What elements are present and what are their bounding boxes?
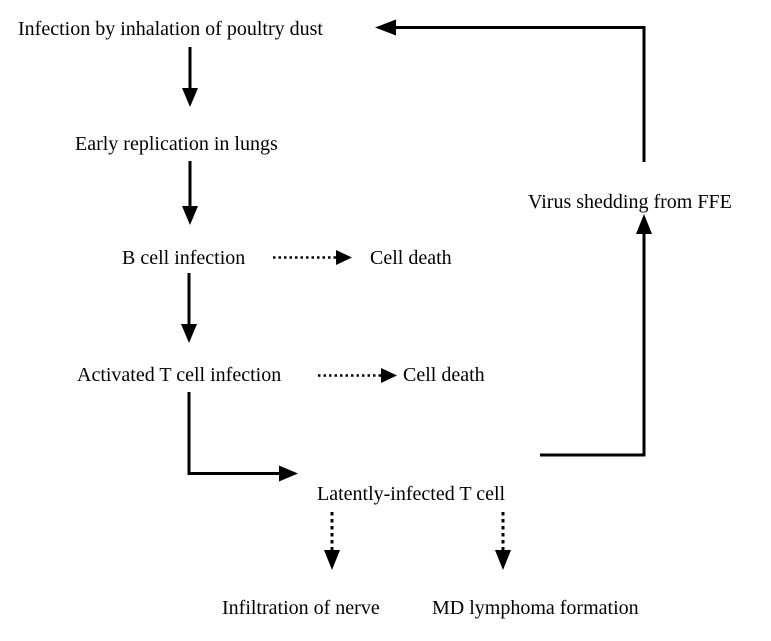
arrow-latent-to-lymphoma: [495, 512, 511, 570]
node-virus-shedding-from-ffe: Virus shedding from FFE: [528, 191, 732, 213]
node-latently-infected-t-cell: Latently-infected T cell: [317, 483, 506, 505]
node-early-replication-in-lungs: Early replication in lungs: [75, 133, 278, 155]
arrow-latent-to-nerve: [324, 512, 340, 570]
arrow-bcell-to-celldeath: [273, 250, 352, 265]
node-infection-by-inhalation: Infection by inhalation of poultry dust: [18, 18, 323, 40]
arrow-latent-to-ffe: [540, 214, 652, 457]
node-md-lymphoma-formation: MD lymphoma formation: [432, 597, 639, 619]
node-cell-death-b: Cell death: [370, 247, 452, 269]
node-activated-t-cell-infection: Activated T cell infection: [77, 364, 282, 386]
arrow-infection-to-lungs: [182, 47, 198, 107]
arrow-lungs-to-bcell: [182, 161, 198, 225]
node-cell-death-t: Cell death: [403, 364, 485, 386]
arrow-bcell-to-tcell: [181, 273, 197, 343]
arrow-tcell-to-latent: [187, 392, 298, 482]
node-b-cell-infection: B cell infection: [122, 247, 246, 269]
node-infiltration-of-nerve: Infiltration of nerve: [222, 597, 380, 619]
arrow-tcell-to-celldeath: [318, 368, 397, 383]
arrow-ffe-to-infection: [375, 19, 646, 162]
